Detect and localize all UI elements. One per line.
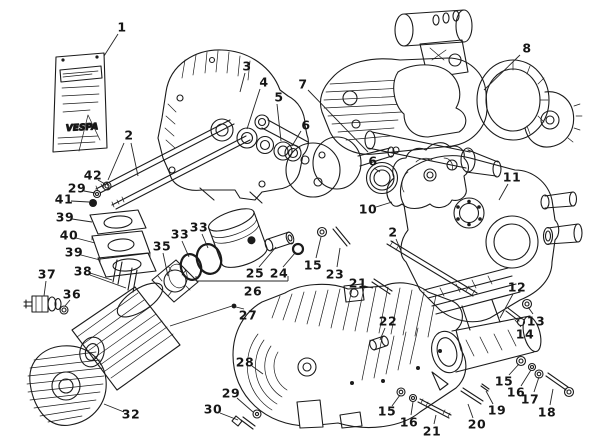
leader-line [514,319,522,328]
parts-packet-drawing: VESPA [52,52,108,153]
leader-line [103,403,125,413]
leader-line [162,252,169,277]
right-crankcase-drawing [399,155,583,323]
leader-line [282,252,296,268]
leader-line [80,254,101,261]
leader-line [433,414,437,425]
leader-line [235,306,245,310]
leader-lines-layer [43,33,554,425]
stud-pair-left-drawing [95,119,251,210]
leader-line [315,236,322,259]
leader-line [499,293,514,319]
left-crankcase-drawing [157,49,309,204]
circlip-drawing [291,242,305,256]
leader-line [520,369,532,387]
leader-line [130,142,139,177]
leader-line [498,183,509,201]
leader-line [291,130,302,147]
packet-brand: VESPA [66,122,99,134]
leader-line [70,200,90,203]
leader-line [533,376,540,393]
leader-line [169,305,233,327]
wrist-pin-drawing [264,231,295,252]
leader-line [107,142,125,181]
leader-line [103,33,119,57]
intake-stack-drawing [89,181,157,278]
small-nut-36-drawing [59,305,69,315]
center-fasteners-drawing [231,226,418,430]
leader-line [379,327,386,341]
cylinder-head-drawing [26,345,107,426]
fan-cowling-drawing [232,282,467,429]
leader-line [219,412,239,421]
leader-line [89,272,113,281]
leader-line [246,88,261,130]
leader-line [236,397,254,413]
leader-line [375,201,393,208]
leader-line [239,72,246,93]
piston-drawing [208,208,268,268]
leader-line [251,365,264,375]
leader-line [527,306,534,315]
leader-line [391,394,401,407]
leader-line [43,280,47,297]
case-gasket-drawing [386,142,470,210]
leader-line [75,237,96,244]
leader-line [410,401,414,416]
leader-line [485,390,494,405]
leader-line [363,285,374,289]
leader-line [508,363,520,376]
leader-line [258,246,277,268]
leader-line [276,103,282,142]
leader-line [307,89,369,153]
leader-line [467,403,474,419]
base-gasket-drawing [151,259,199,303]
leader-line [89,274,127,289]
leader-line [71,218,93,223]
swingarm-tube-drawing [431,299,542,391]
leader-line [483,54,521,91]
stud-right-drawing [386,240,478,297]
leader-line [395,238,402,252]
leader-line [336,247,341,268]
leader-line [181,240,190,258]
assembled-engine-drawing [319,9,583,178]
leader-line [97,179,106,185]
leader-line [373,167,381,173]
leader-line [549,388,554,406]
leader-line [201,233,209,249]
leader-line [83,190,96,194]
woodruff-key-drawing [231,303,237,309]
right-fasteners-drawing [417,298,575,419]
spark-plug-drawing [23,295,62,313]
leader-line [64,299,71,307]
